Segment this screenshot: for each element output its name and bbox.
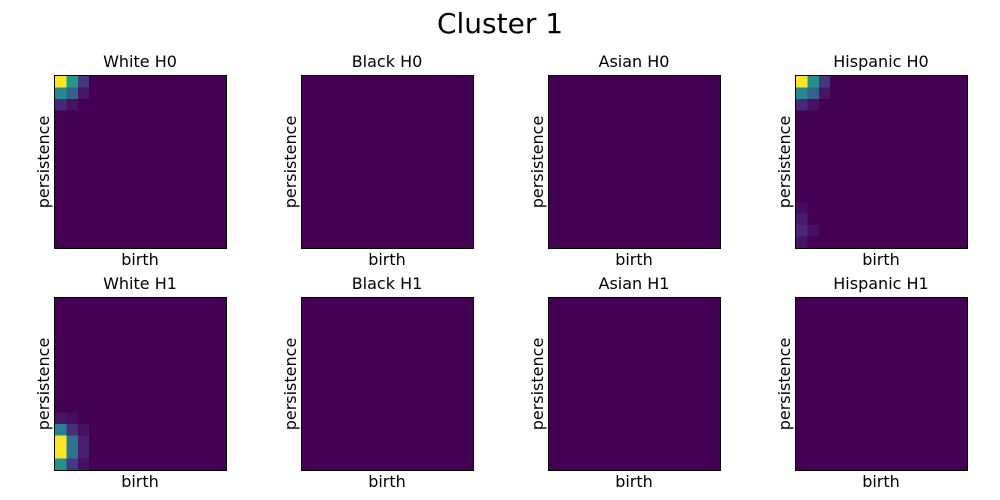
subplot-black-h1: Black H1 persistence birth bbox=[281, 276, 474, 490]
y-axis-label: persistence bbox=[34, 115, 54, 208]
subplot-title: Asian H1 bbox=[598, 274, 670, 293]
y-axis-label: persistence bbox=[775, 337, 795, 431]
subplot-black-h0: Black H0 persistence birth bbox=[281, 53, 474, 267]
x-axis-label: birth bbox=[368, 249, 406, 269]
x-axis-label: birth bbox=[615, 249, 653, 269]
y-axis-label: persistence bbox=[775, 115, 795, 208]
x-axis-label: birth bbox=[862, 472, 900, 491]
subplot-asian-h1: Asian H1 persistence birth bbox=[528, 276, 721, 490]
y-axis-label: persistence bbox=[528, 115, 548, 208]
heatmap-black-h0 bbox=[301, 75, 473, 248]
subplot-white-h1: White H1 persistence birth bbox=[34, 276, 227, 490]
x-axis-label: birth bbox=[368, 472, 406, 491]
heatmap-white-h1 bbox=[54, 298, 226, 470]
subplot-title: Black H0 bbox=[351, 51, 423, 71]
x-axis-label: birth bbox=[121, 249, 159, 269]
subplot-title: Hispanic H0 bbox=[833, 51, 929, 71]
subplot-title: Asian H0 bbox=[598, 51, 670, 71]
subplot-title: Black H1 bbox=[351, 274, 423, 293]
subplot-hispanic-h1: Hispanic H1 persistence birth bbox=[775, 276, 968, 490]
y-axis-label: persistence bbox=[34, 337, 54, 431]
x-axis-label: birth bbox=[862, 249, 900, 269]
y-axis-label: persistence bbox=[281, 115, 301, 208]
figure-title: Cluster 1 bbox=[436, 7, 564, 40]
x-axis-label: birth bbox=[615, 472, 653, 491]
heatmap-white-h0 bbox=[54, 75, 226, 248]
heatmap-hispanic-h1 bbox=[795, 298, 967, 470]
heatmap-black-h1 bbox=[301, 298, 473, 470]
heatmap-asian-h0 bbox=[548, 75, 720, 248]
y-axis-label: persistence bbox=[281, 337, 301, 431]
x-axis-label: birth bbox=[121, 472, 159, 491]
subplot-asian-h0: Asian H0 persistence birth bbox=[528, 53, 721, 267]
subplot-title: White H0 bbox=[103, 51, 177, 71]
heatmap-asian-h1 bbox=[548, 298, 720, 470]
subplot-title: White H1 bbox=[103, 274, 177, 293]
y-axis-label: persistence bbox=[528, 337, 548, 431]
subplot-hispanic-h0: Hispanic H0 persistence birth bbox=[775, 53, 968, 267]
subplot-white-h0: White H0 persistence birth bbox=[34, 53, 227, 267]
subplot-title: Hispanic H1 bbox=[833, 274, 929, 293]
heatmap-hispanic-h0 bbox=[795, 75, 967, 248]
